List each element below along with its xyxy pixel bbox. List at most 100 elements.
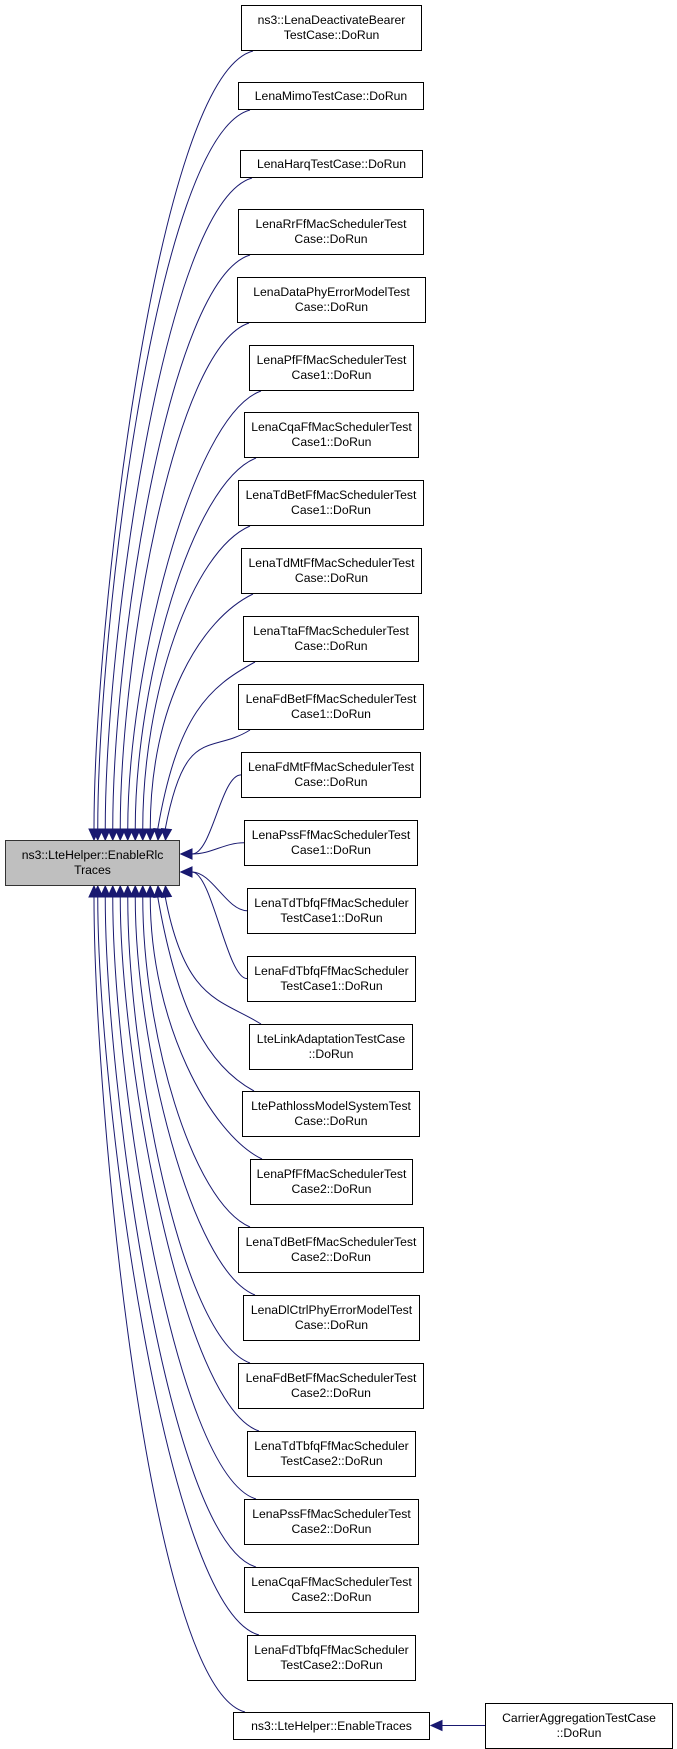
- node-label-line: LteLinkAdaptationTestCase: [256, 1032, 406, 1046]
- call-edge: [104, 896, 257, 1568]
- arrowhead-icon: [136, 884, 149, 898]
- call-edge: [127, 390, 262, 830]
- secondary-node-s1[interactable]: CarrierAggregationTestCase::DoRun: [485, 1703, 673, 1749]
- call-edge: [134, 457, 257, 830]
- arrowhead-icon: [144, 884, 157, 898]
- node-label-line: TestCase2::DoRun: [280, 1454, 383, 1468]
- node-label-line: LenaRrFfMacSchedulerTest: [255, 217, 407, 231]
- node-label-line: Case1::DoRun: [291, 368, 372, 382]
- node-label-line: Case1::DoRun: [291, 843, 371, 857]
- node-label-line: TestCase1::DoRun: [280, 911, 383, 925]
- arrowhead-icon: [99, 828, 112, 842]
- call-edge: [104, 177, 253, 830]
- call-edge: [97, 896, 260, 1636]
- node-label-line: LenaFdBetFfMacSchedulerTest: [245, 692, 417, 706]
- call-edge: [191, 871, 248, 980]
- arrowhead-icon: [91, 828, 104, 842]
- node-label-line: ns3::LteHelper::EnableRlc: [21, 848, 164, 862]
- node-label-line: Case::DoRun: [294, 571, 369, 585]
- arrowhead-icon: [106, 884, 119, 898]
- node-label-line: Case1::DoRun: [291, 707, 371, 721]
- arrowhead-icon: [129, 828, 142, 842]
- node-label-line: Case::DoRun: [294, 775, 368, 789]
- call-edge: [142, 525, 251, 830]
- node-label-line: Case::DoRun: [294, 1318, 369, 1332]
- call-edge: [119, 896, 260, 1432]
- call-edge: [191, 774, 242, 855]
- node-label-line: LenaFdMtFfMacSchedulerTest: [248, 760, 414, 774]
- node-label-line: Case::DoRun: [294, 232, 368, 246]
- arrowhead-icon: [88, 884, 100, 898]
- arrowhead-icon: [179, 848, 193, 860]
- call-edge: [112, 896, 257, 1500]
- call-edge: [157, 896, 255, 1092]
- caller-node-c3[interactable]: LenaHarqTestCase::DoRun: [240, 150, 423, 178]
- call-edge: [93, 50, 254, 830]
- node-label-line: Case::DoRun: [294, 639, 368, 653]
- caller-node-c2[interactable]: LenaMimoTestCase::DoRun: [238, 82, 424, 110]
- caller-node-c26[interactable]: ns3::LteHelper::EnableTraces: [233, 1712, 430, 1740]
- caller-node-c16[interactable]: LteLinkAdaptationTestCase::DoRun: [249, 1024, 413, 1070]
- node-label-line: Case::DoRun: [294, 300, 369, 314]
- node-label-line: LenaPfFfMacSchedulerTest: [256, 1167, 407, 1181]
- node-label-line: TestCase2::DoRun: [280, 1658, 383, 1672]
- arrowhead-icon: [429, 1719, 443, 1732]
- node-label-line: ::DoRun: [556, 1726, 602, 1740]
- arrowhead-icon: [153, 828, 165, 842]
- arrowhead-icon: [144, 828, 157, 842]
- call-edge: [191, 871, 248, 912]
- node-label-line: LenaPssFfMacSchedulerTest: [252, 1507, 411, 1521]
- node-label-line: LenaTtaFfMacSchedulerTest: [253, 624, 409, 638]
- call-edge: [119, 322, 250, 830]
- arrowhead-icon: [99, 884, 112, 898]
- node-label-line: Case2::DoRun: [291, 1182, 372, 1196]
- node-label-line: Traces: [74, 863, 111, 877]
- call-edge: [93, 896, 246, 1713]
- node-label-line: Case2::DoRun: [291, 1386, 371, 1400]
- node-label-line: LenaFdTbfqFfMacScheduler: [254, 964, 409, 978]
- node-label-line: LenaTdTbfqFfMacScheduler: [254, 1439, 409, 1453]
- node-label-line: LenaDlCtrlPhyErrorModelTest: [250, 1303, 413, 1317]
- arrowhead-icon: [160, 884, 173, 898]
- arrowhead-icon: [121, 828, 134, 842]
- node-label-line: LenaPssFfMacSchedulerTest: [251, 828, 411, 842]
- node-label-line: TestCase1::DoRun: [280, 979, 383, 993]
- node-label-line: CarrierAggregationTestCase: [502, 1711, 656, 1725]
- node-label-line: ns3::LenaDeactivateBearer: [257, 13, 406, 27]
- node-label-line: LenaHarqTestCase::DoRun: [256, 156, 407, 171]
- node-label-line: LenaTdTbfqFfMacScheduler: [254, 896, 409, 910]
- call-edge: [149, 593, 254, 830]
- call-edge: [164, 896, 262, 1025]
- call-edge: [134, 896, 256, 1296]
- node-label-line: Case::DoRun: [294, 1114, 368, 1128]
- node-label-line: ns3::LteHelper::EnableTraces: [251, 1718, 412, 1733]
- arrowhead-icon: [153, 884, 165, 898]
- node-label-line: Case1::DoRun: [291, 435, 372, 449]
- call-edge: [97, 109, 251, 830]
- arrowhead-icon: [179, 866, 193, 878]
